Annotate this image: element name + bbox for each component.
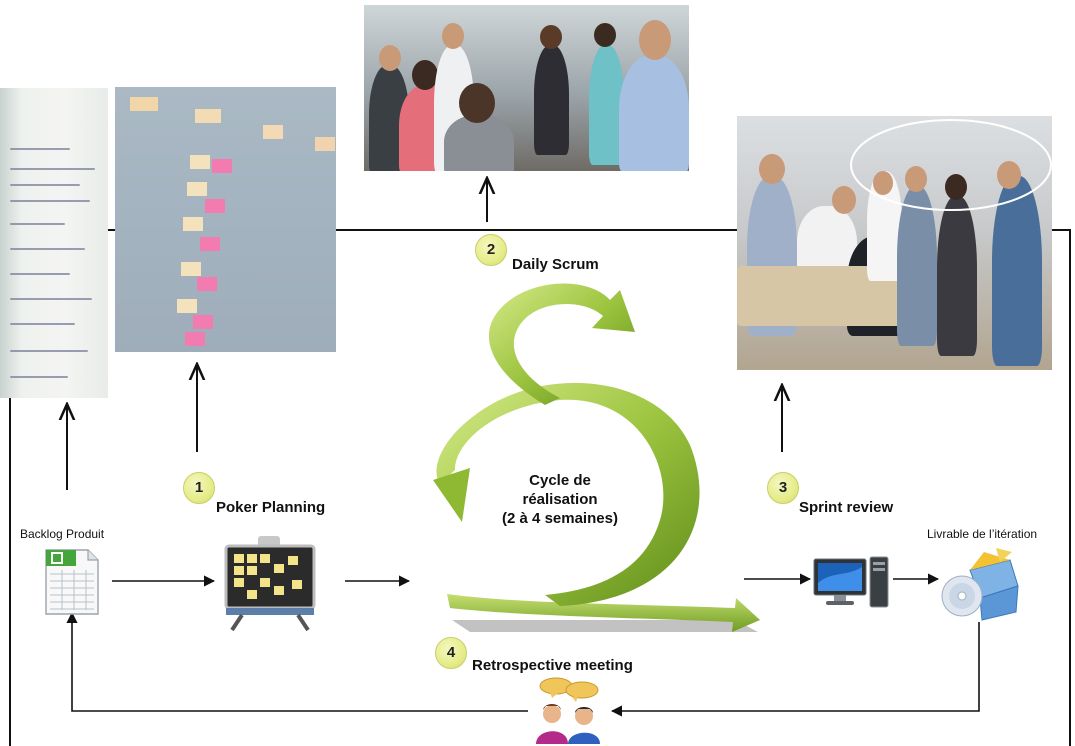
retrospective-people-icon <box>536 677 600 744</box>
computer-icon <box>813 556 889 608</box>
cycle-line-3: (2 à 4 semaines) <box>502 510 618 527</box>
flipchart-photo <box>0 88 108 398</box>
sticky-notes-wall-photo <box>115 87 336 352</box>
step-3-badge: 3 <box>767 472 799 504</box>
step-4-badge: 4 <box>435 637 467 669</box>
cycle-line-2: réalisation <box>522 491 598 508</box>
step-1-badge: 1 <box>183 472 215 504</box>
highlight-ellipse <box>850 119 1052 211</box>
planning-board-icon <box>224 536 316 632</box>
top-frame-line <box>108 229 1071 746</box>
backlog-label: Backlog Produit <box>20 527 105 541</box>
cycle-line-1: Cycle de <box>529 472 591 489</box>
cycle-arrow <box>433 283 760 632</box>
step-2-label: Daily Scrum <box>512 256 599 273</box>
return-line-left <box>66 611 528 712</box>
deliverable-label: Livrable de l’itération <box>927 527 1038 541</box>
step-3-label: Sprint review <box>799 499 894 516</box>
step-2-badge: 2 <box>475 234 507 266</box>
return-line-right <box>610 622 980 717</box>
step-4-label: Retrospective meeting <box>472 657 633 674</box>
cycle-label: Cycle de réalisation (2 à 4 semaines) <box>490 471 630 528</box>
daily-scrum-photo <box>364 5 689 171</box>
sprint-review-photo <box>737 116 1052 370</box>
deliverable-box-icon <box>941 548 1019 621</box>
spreadsheet-icon <box>45 549 99 615</box>
step-1-label: Poker Planning <box>216 499 326 516</box>
